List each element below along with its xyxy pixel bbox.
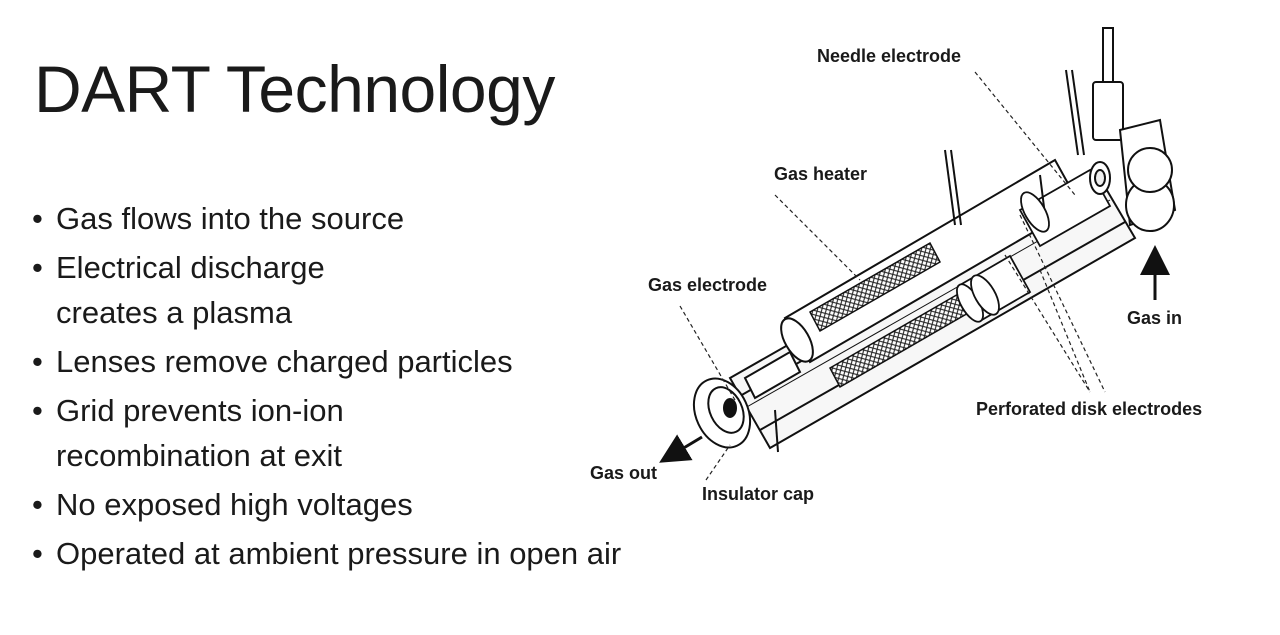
bullet-text: Lenses remove charged particles xyxy=(56,344,513,379)
bullet-list: • Gas flows into the source • Electrical… xyxy=(32,196,692,580)
slide-title: DART Technology xyxy=(34,52,555,126)
label-gas-heater: Gas heater xyxy=(774,164,867,184)
bullet-text: Operated at ambient pressure in open air xyxy=(56,536,622,571)
gas-flow-arrows xyxy=(659,245,1170,463)
bullet-item: • Gas flows into the source xyxy=(32,196,692,241)
bullet-dot: • xyxy=(32,536,43,571)
bullet-dot: • xyxy=(32,344,43,379)
label-gas-in: Gas in xyxy=(1127,308,1182,328)
bullet-dot: • xyxy=(32,487,43,522)
label-gas-electrode: Gas electrode xyxy=(648,275,767,295)
bullet-item: • Electrical discharge creates a plasma xyxy=(32,245,692,335)
bullet-item: • Operated at ambient pressure in open a… xyxy=(32,531,692,576)
bullet-text: No exposed high voltages xyxy=(56,487,413,522)
label-needle-electrode: Needle electrode xyxy=(817,46,961,66)
bullet-text: Grid prevents ion-ion recombination at e… xyxy=(56,393,344,473)
bullet-text: Electrical discharge creates a plasma xyxy=(56,250,325,330)
leader-lines xyxy=(679,71,1106,481)
bullet-dot: • xyxy=(32,250,43,285)
label-insulator-cap: Insulator cap xyxy=(702,484,814,504)
label-gas-out: Gas out xyxy=(590,463,657,483)
perforated-disks xyxy=(970,191,1050,316)
bullet-item: • Grid prevents ion-ion recombination at… xyxy=(32,388,692,478)
label-perforated-disk-electrodes: Perforated disk electrodes xyxy=(976,399,1202,419)
bullet-text: Gas flows into the source xyxy=(56,201,405,236)
needle-electrode-assembly xyxy=(1089,27,1177,232)
bullet-item: • Lenses remove charged particles xyxy=(32,339,692,384)
dart-source-diagram: Needle electrode Gas heater Gas electrod… xyxy=(590,27,1202,504)
bullet-dot: • xyxy=(32,201,43,236)
bullet-item: • No exposed high voltages xyxy=(32,482,692,527)
bullet-dot: • xyxy=(32,393,43,428)
